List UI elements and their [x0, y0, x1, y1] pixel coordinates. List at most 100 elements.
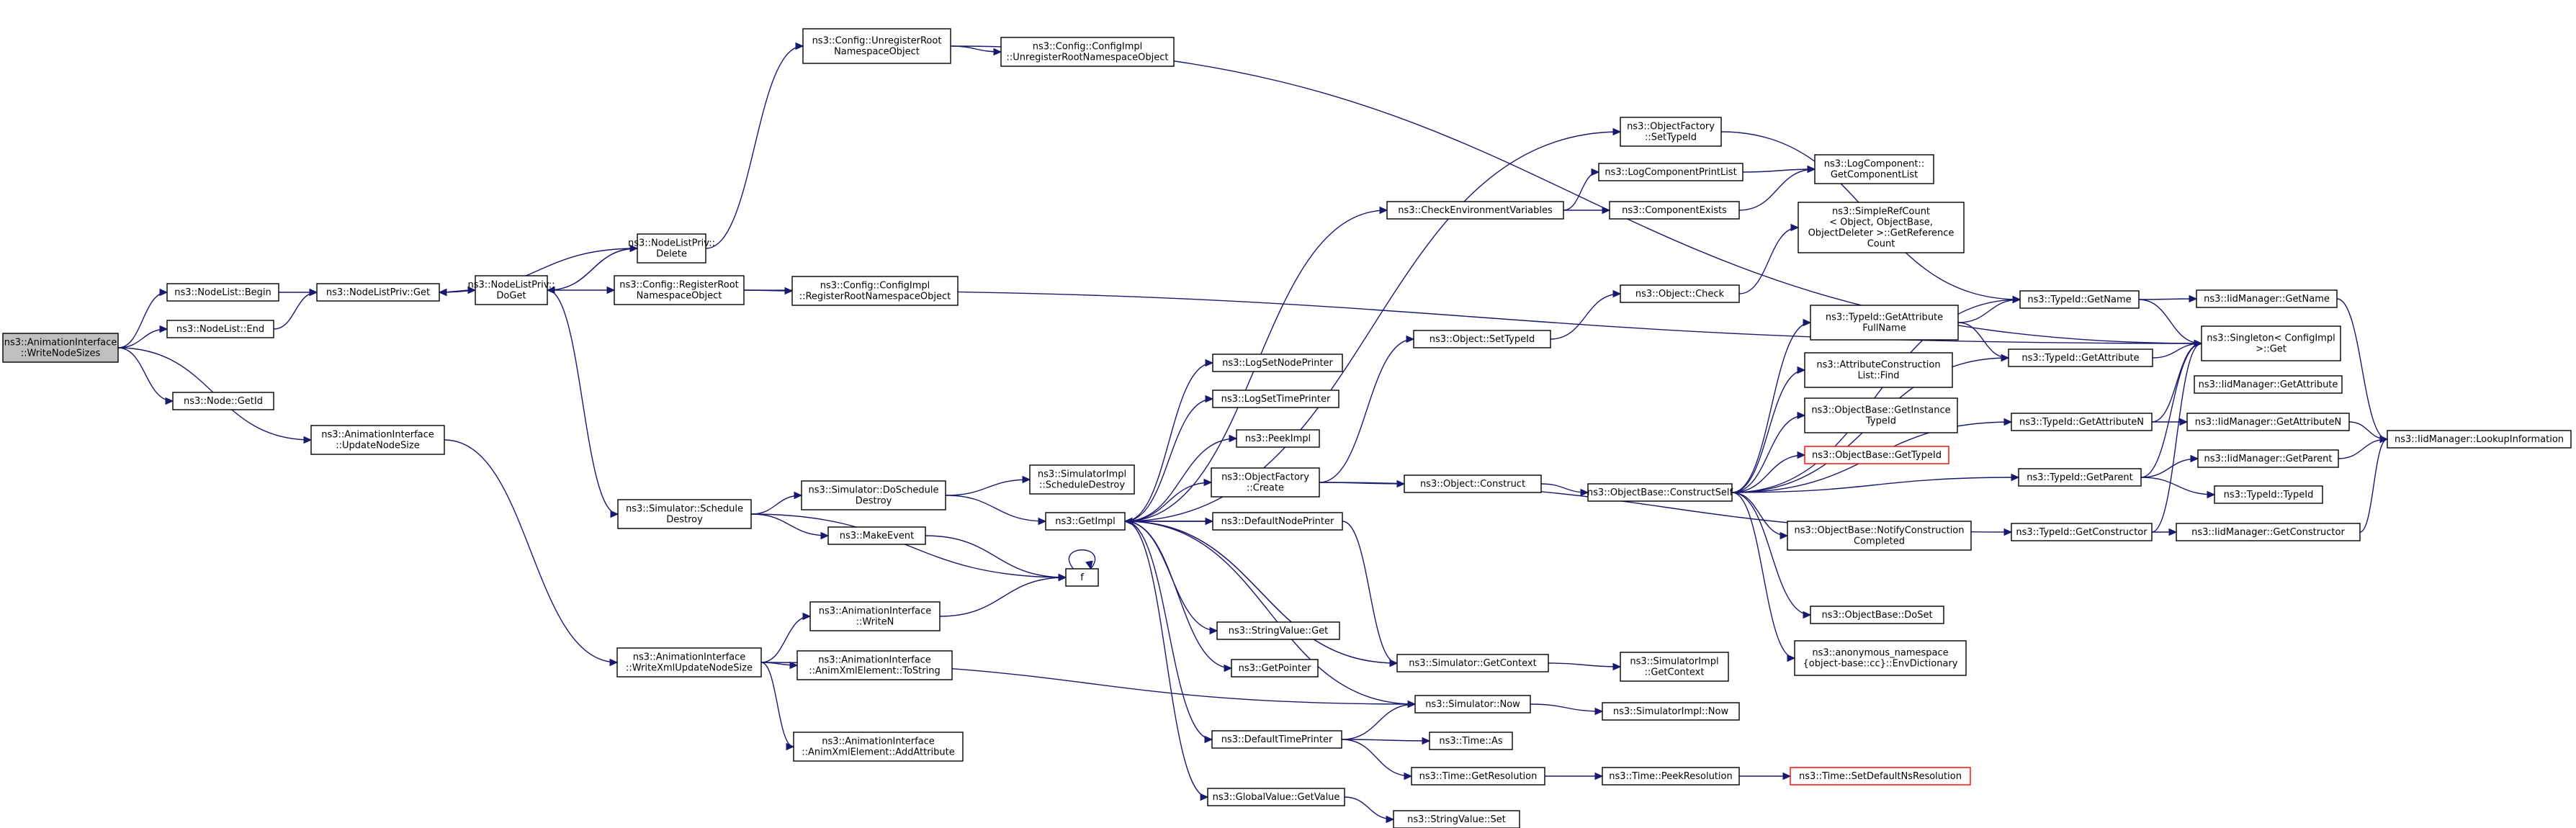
- node-label: Completed: [1854, 536, 1905, 547]
- node-singleton-get[interactable]: ns3::Singleton< ConfigImpl>::Get: [2201, 325, 2341, 361]
- node-sim-impl-sched-destroy[interactable]: ns3::SimulatorImpl::ScheduleDestroy: [1029, 464, 1135, 495]
- node-write-n[interactable]: ns3::AnimationInterface::WriteN: [809, 601, 941, 631]
- node-f[interactable]: f: [1065, 568, 1099, 587]
- node-cfg-unreg-root[interactable]: ns3::Config::UnregisterRootNamespaceObje…: [802, 28, 951, 64]
- arrowhead: [159, 288, 169, 297]
- node-box: [172, 392, 274, 410]
- node-sim-now[interactable]: ns3::Simulator::Now: [1414, 695, 1531, 714]
- node-label: ::UnregisterRootNamespaceObject: [1007, 53, 1169, 63]
- node-make-event[interactable]: ns3::MakeEvent: [827, 526, 926, 545]
- edge-def-time-printer-to-time-as: [1341, 739, 1430, 742]
- node-obj-base-construct-self[interactable]: ns3::ObjectBase::ConstructSelf: [1587, 483, 1733, 502]
- node-log-set-time-printer[interactable]: ns3::LogSetTimePrinter: [1212, 390, 1339, 408]
- node-box: [2, 333, 119, 363]
- node-tid-get-parent[interactable]: ns3::TypeId::GetParent: [2018, 468, 2142, 487]
- node-cfg-impl-unreg[interactable]: ns3::Config::ConfigImpl::UnregisterRootN…: [1000, 37, 1175, 67]
- node-time-get-res[interactable]: ns3::Time::GetResolution: [1411, 767, 1545, 786]
- arrowhead: [1580, 488, 1589, 497]
- node-box: [1411, 767, 1545, 786]
- node-anim-to-string[interactable]: ns3::AnimationInterface::AnimXmlElement:…: [796, 650, 953, 680]
- node-box: [1602, 702, 1740, 721]
- node-sim-impl-now[interactable]: ns3::SimulatorImpl::Now: [1602, 702, 1740, 721]
- node-label: ns3::LogSetNodePrinter: [1222, 358, 1333, 369]
- edge-root-to-nl-begin: [117, 292, 168, 348]
- node-box: [2018, 468, 2142, 487]
- node-tid-get-constructor[interactable]: ns3::TypeId::GetConstructor: [2011, 523, 2153, 541]
- arrowhead: [1022, 475, 1031, 484]
- node-obj-construct[interactable]: ns3::Object::Construct: [1404, 474, 1542, 493]
- node-obj-set-type-id[interactable]: ns3::Object::SetTypeId: [1413, 330, 1551, 348]
- node-box: [1211, 467, 1320, 498]
- node-nlp-get[interactable]: ns3::NodeListPriv::Get: [316, 283, 440, 302]
- node-time-peek-res[interactable]: ns3::Time::PeekResolution: [1602, 767, 1740, 786]
- node-box: [1413, 330, 1551, 348]
- node-iid-get-name[interactable]: ns3::IidManager::GetName: [2196, 289, 2338, 308]
- node-obj-base-notify[interactable]: ns3::ObjectBase::NotifyConstructionCompl…: [1787, 521, 1972, 551]
- node-iid-get-parent[interactable]: ns3::IidManager::GetParent: [2197, 449, 2339, 468]
- node-iid-get-constructor[interactable]: ns3::IidManager::GetConstructor: [2176, 523, 2361, 541]
- node-get-pointer[interactable]: ns3::GetPointer: [1231, 659, 1319, 678]
- node-label: ns3::LogComponentPrintList: [1605, 167, 1736, 178]
- node-obj-factory-create[interactable]: ns3::ObjectFactory::Create: [1211, 467, 1320, 498]
- edge-comp-exists-to-log-comp-get-list: [1738, 168, 1816, 211]
- node-sim-sched-destroy[interactable]: ns3::Simulator::ScheduleDestroy: [617, 499, 752, 529]
- node-obj-base-do-set[interactable]: ns3::ObjectBase::DoSet: [1810, 606, 1944, 624]
- node-tid-get-name[interactable]: ns3::TypeId::GetName: [2019, 290, 2140, 309]
- node-log-comp-get-list[interactable]: ns3::LogComponent::GetComponentList: [1814, 154, 1934, 184]
- node-label: ns3::Config::UnregisterRoot: [812, 36, 942, 47]
- node-string-value-get[interactable]: ns3::StringValue::Get: [1216, 621, 1340, 640]
- node-global-value-get[interactable]: ns3::GlobalValue::GetValue: [1207, 788, 1345, 806]
- node-check-env-vars[interactable]: ns3::CheckEnvironmentVariables: [1386, 201, 1564, 220]
- node-cfg-reg-root[interactable]: ns3::Config::RegisterRootNamespaceObject: [614, 275, 745, 305]
- node-anim-add-attr[interactable]: ns3::AnimationInterface::AnimXmlElement:…: [793, 732, 964, 762]
- node-obj-base-get-tid[interactable]: ns3::ObjectBase::GetTypeId: [1804, 446, 1949, 464]
- node-log-comp-print-list[interactable]: ns3::LogComponentPrintList: [1598, 163, 1743, 181]
- node-nl-end[interactable]: ns3::NodeList::End: [166, 320, 274, 338]
- node-upd-node-size[interactable]: ns3::AnimationInterface::UpdateNodeSize: [310, 425, 445, 455]
- node-peek-impl[interactable]: ns3::PeekImpl: [1236, 429, 1320, 448]
- edge-obj-base-construct-self-to-obj-base-get-tid: [1731, 454, 1805, 493]
- node-label: ns3::TypeId::GetAttributeN: [2019, 417, 2144, 428]
- node-iid-get-attribute-n[interactable]: ns3::IidManager::GetAttributeN: [2186, 413, 2350, 431]
- node-tid-type-id[interactable]: ns3::TypeId::TypeId: [2214, 485, 2323, 504]
- node-string-value-set[interactable]: ns3::StringValue::Set: [1393, 810, 1520, 828]
- node-cfg-impl-reg[interactable]: ns3::Config::ConfigImpl::RegisterRootNam…: [791, 276, 959, 306]
- edge-obj-check-to-simple-ref-count: [1738, 227, 1799, 294]
- node-label: ns3::Time::PeekResolution: [1609, 771, 1732, 782]
- node-time-set-def-ns[interactable]: ns3::Time::SetDefaultNsResolution: [1790, 767, 1971, 786]
- node-iid-get-attribute[interactable]: ns3::IidManager::GetAttribute: [2194, 375, 2343, 394]
- node-simple-ref-count[interactable]: ns3::SimpleRefCount< Object, ObjectBase,…: [1798, 202, 1965, 253]
- node-nlp-do-get[interactable]: ns3::NodeListPriv::DoGet: [467, 275, 555, 305]
- node-obj-check[interactable]: ns3::Object::Check: [1620, 284, 1740, 303]
- node-anon-env-dict[interactable]: ns3::anonymous_namespace{object-base::cc…: [1794, 640, 1967, 676]
- node-sim-get-context[interactable]: ns3::Simulator::GetContext: [1396, 654, 1549, 672]
- node-label: GetComponentList: [1831, 170, 1918, 181]
- node-sim-impl-get-context[interactable]: ns3::SimulatorImpl::GetContext: [1620, 652, 1729, 682]
- node-write-xml-upd[interactable]: ns3::AnimationInterface::WriteXmlUpdateN…: [616, 647, 762, 678]
- node-node-get-id[interactable]: ns3::Node::GetId: [172, 392, 274, 410]
- node-get-impl[interactable]: ns3::GetImpl: [1045, 512, 1126, 531]
- node-tid-get-attribute-n[interactable]: ns3::TypeId::GetAttributeN: [2011, 413, 2153, 431]
- node-comp-exists[interactable]: ns3::ComponentExists: [1609, 201, 1740, 220]
- node-def-node-printer[interactable]: ns3::DefaultNodePrinter: [1212, 512, 1343, 531]
- node-box: [827, 526, 926, 545]
- node-def-time-printer[interactable]: ns3::DefaultTimePrinter: [1211, 730, 1342, 749]
- node-label: ns3::NodeListPriv::: [628, 238, 715, 249]
- node-nlp-delete[interactable]: ns3::NodeListPriv::Delete: [628, 233, 715, 264]
- edge-obj-base-construct-self-to-tid-get-attr-full-name: [1731, 322, 1811, 493]
- node-time-as[interactable]: ns3::Time::As: [1429, 732, 1513, 750]
- node-box: [1810, 606, 1944, 624]
- node-obj-factory-set-type-id[interactable]: ns3::ObjectFactory::SetTypeId: [1620, 117, 1722, 147]
- node-tid-get-attribute[interactable]: ns3::TypeId::GetAttribute: [2008, 348, 2153, 367]
- edge-write-xml-upd-to-anim-add-attr: [760, 662, 794, 747]
- node-root[interactable]: ns3::AnimationInterface::WriteNodeSizes: [2, 333, 119, 363]
- node-nl-begin[interactable]: ns3::NodeList::Begin: [166, 283, 279, 302]
- node-box: [1620, 117, 1722, 147]
- node-log-set-node-printer[interactable]: ns3::LogSetNodePrinter: [1212, 354, 1343, 372]
- node-iid-lookup-info[interactable]: ns3::IidManager::LookupInformation: [2387, 430, 2572, 449]
